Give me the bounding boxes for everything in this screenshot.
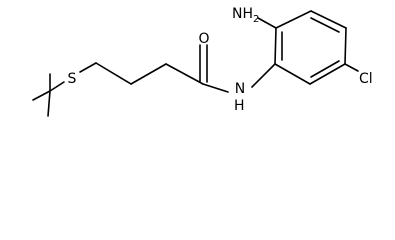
ring-bond-5 [309, 63, 346, 85]
chemical-structure-drawing: S O NH2 N H Cl [32, 6, 373, 117]
ring-double-inner-2 [310, 17, 340, 33]
atom-label-amide-h: H [234, 98, 245, 114]
atom-label-chlorine: Cl [359, 71, 373, 87]
bond-c4-c3 [95, 62, 132, 85]
amine-subscript: 2 [253, 14, 259, 25]
ring-bond-4 [344, 27, 347, 65]
bond-c3-c2 [130, 63, 167, 85]
bond-ring-amine [257, 17, 277, 29]
bond-sulfur-c4 [79, 62, 97, 73]
ring-bond-6 [274, 63, 311, 85]
atom-label-oxygen: O [198, 31, 209, 47]
bond-carbonyl-nitrogen [202, 83, 229, 93]
bond-tbutyl-sulfur [49, 81, 65, 92]
atom-labels: S O NH2 N H Cl [68, 6, 373, 114]
bond-c2-c1 [165, 63, 204, 85]
bond-ring-chlorine [344, 63, 359, 72]
bond-tbutyl-methyl-bottom [47, 90, 51, 117]
ring-bond-1 [274, 27, 277, 65]
amine-nh: NH [232, 6, 253, 22]
ring-bond-2 [275, 10, 312, 29]
bond-tbutyl-methyl-left [32, 90, 51, 101]
atom-label-sulfur: S [68, 71, 77, 87]
atom-label-amine: NH2 [232, 6, 259, 25]
bond-lines [32, 10, 359, 117]
ring-bond-3 [310, 10, 347, 29]
atom-label-amide-n: N [235, 81, 245, 97]
bond-nitrogen-ring [251, 63, 276, 88]
ring-double-inner-3 [310, 60, 340, 78]
